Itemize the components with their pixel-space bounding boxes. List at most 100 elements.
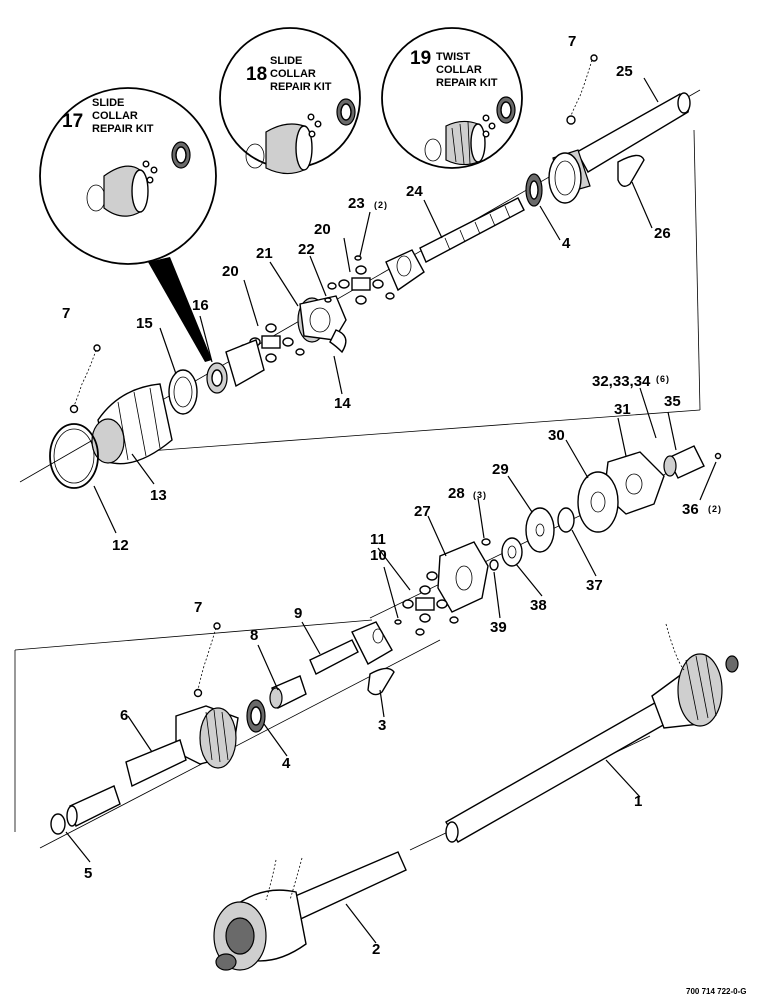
callout-36: 36: [682, 501, 699, 518]
upper-assembly: [19, 54, 701, 489]
kit-19-balloon: [381, 27, 523, 169]
kit-19-line3: REPAIR KIT: [436, 77, 498, 89]
frame-right-edge: [693, 129, 701, 411]
lower-assembly: [14, 619, 739, 971]
splined-shaft-24: [419, 197, 525, 263]
callout-8: 8: [250, 627, 258, 644]
callout-1: 1: [634, 793, 642, 810]
callout-14: 14: [334, 395, 351, 412]
callout-21: 21: [256, 245, 273, 262]
kit-19-detail: 19 TWIST COLLAR REPAIR KIT: [381, 27, 523, 169]
roll-pin-3: [367, 667, 395, 696]
callout-labels: 1 2 3 4 4 5 6 7 7 7 8 9 10 11 12 13 14 1…: [62, 33, 747, 996]
callout-26: 26: [654, 225, 671, 242]
kit-19-line1: TWIST: [436, 51, 470, 63]
kit-19-snap-ring: [424, 138, 442, 162]
callout-2: 2: [372, 941, 380, 958]
center-yoke-14: [299, 295, 347, 341]
kit-18-line1: SLIDE: [270, 55, 302, 67]
safety-chain-upper: [569, 59, 593, 119]
cross-bearing-set-11: [402, 571, 459, 636]
callout-23: 23: [348, 195, 365, 212]
quantity-28: (3): [473, 490, 487, 500]
kit-17-number: 17: [62, 111, 83, 132]
kit-17-balloon: [39, 87, 217, 265]
callout-4-lower: 4: [282, 755, 291, 772]
cross-bearing-set-23: [327, 255, 395, 305]
callout-11: 11: [370, 531, 386, 548]
inner-yoke-16: [225, 339, 265, 388]
kit-18-detail: 18 SLIDE COLLAR REPAIR KIT: [219, 27, 361, 175]
callout-24: 24: [406, 183, 423, 200]
callout-7-lower: 7: [194, 599, 202, 616]
pin-28: [481, 538, 491, 546]
callout-28: 28: [448, 485, 465, 502]
middle-assembly: [369, 445, 722, 636]
callout-13: 13: [150, 487, 167, 504]
callout-20-left: 20: [222, 263, 239, 280]
kit-17-line3: REPAIR KIT: [92, 123, 154, 135]
callout-30: 30: [548, 427, 565, 444]
washer-37: [557, 507, 575, 533]
kit-19-number: 19: [410, 48, 431, 69]
retaining-ring-5: [50, 813, 66, 835]
kit-17-leader: [148, 257, 212, 362]
retaining-ring-12: [49, 423, 99, 489]
washer-38: [501, 537, 523, 567]
callout-3: 3: [378, 717, 386, 734]
callout-27: 27: [414, 503, 431, 520]
quantity-23: (2): [374, 200, 388, 210]
disc-29: [525, 507, 555, 553]
kit-18-line3: REPAIR KIT: [270, 81, 332, 93]
inner-tube-section: [69, 785, 121, 827]
flange-yoke-27: [437, 541, 489, 613]
kit-17-detail: 17 SLIDE COLLAR REPAIR KIT: [39, 87, 217, 362]
grease-fitting-10: [394, 619, 402, 625]
yoke-24: [385, 249, 425, 292]
callout-39: 39: [490, 619, 507, 636]
kit-19-line2: COLLAR: [436, 64, 482, 76]
callout-9: 9: [294, 605, 302, 622]
kit-18-line2: COLLAR: [270, 68, 316, 80]
frame-lower-top: [14, 619, 373, 651]
callout-15: 15: [136, 315, 153, 332]
kit-17-line1: SLIDE: [92, 97, 124, 109]
driveline-tube-2: [285, 851, 407, 923]
roll-pin-26: [617, 154, 645, 187]
inner-shaft-9: [309, 639, 359, 675]
leader-lines: [65, 77, 717, 944]
callout-25: 25: [616, 63, 633, 80]
washer-39: [489, 559, 499, 571]
callout-4-upper: 4: [562, 235, 571, 252]
callout-31: 31: [614, 401, 631, 418]
callout-29: 29: [492, 461, 509, 478]
callout-16: 16: [192, 297, 209, 314]
callout-7-top: 7: [568, 33, 576, 50]
safety-chain-left: [73, 349, 97, 407]
callout-6: 6: [120, 707, 128, 724]
kit-18-number: 18: [246, 64, 267, 85]
quantity-32-33-34: (6): [656, 374, 670, 384]
outer-yoke-guard: [548, 152, 582, 204]
callout-10: 10: [370, 547, 387, 564]
kit-17-line2: COLLAR: [92, 110, 138, 122]
callout-32-33-34: 32,33,34: [592, 373, 651, 390]
bearing-ring-15: [168, 369, 198, 415]
callout-38: 38: [530, 597, 547, 614]
drawing-number: 700 714 722-0-G: [686, 987, 747, 996]
grease-fitting-22: [324, 297, 332, 303]
callout-20-right: 20: [314, 221, 331, 238]
callout-7-left: 7: [62, 305, 70, 322]
outer-tube-6: [125, 739, 187, 788]
callout-5: 5: [84, 865, 92, 882]
disc-30: [577, 471, 619, 533]
kit-18-snap-ring: [245, 143, 265, 169]
quantity-36: (2): [708, 504, 722, 514]
callout-12: 12: [112, 537, 129, 554]
driveline-tube-1: [445, 699, 673, 843]
safety-chain-lower: [197, 627, 217, 691]
callout-35: 35: [664, 393, 681, 410]
callout-22: 22: [298, 241, 315, 258]
